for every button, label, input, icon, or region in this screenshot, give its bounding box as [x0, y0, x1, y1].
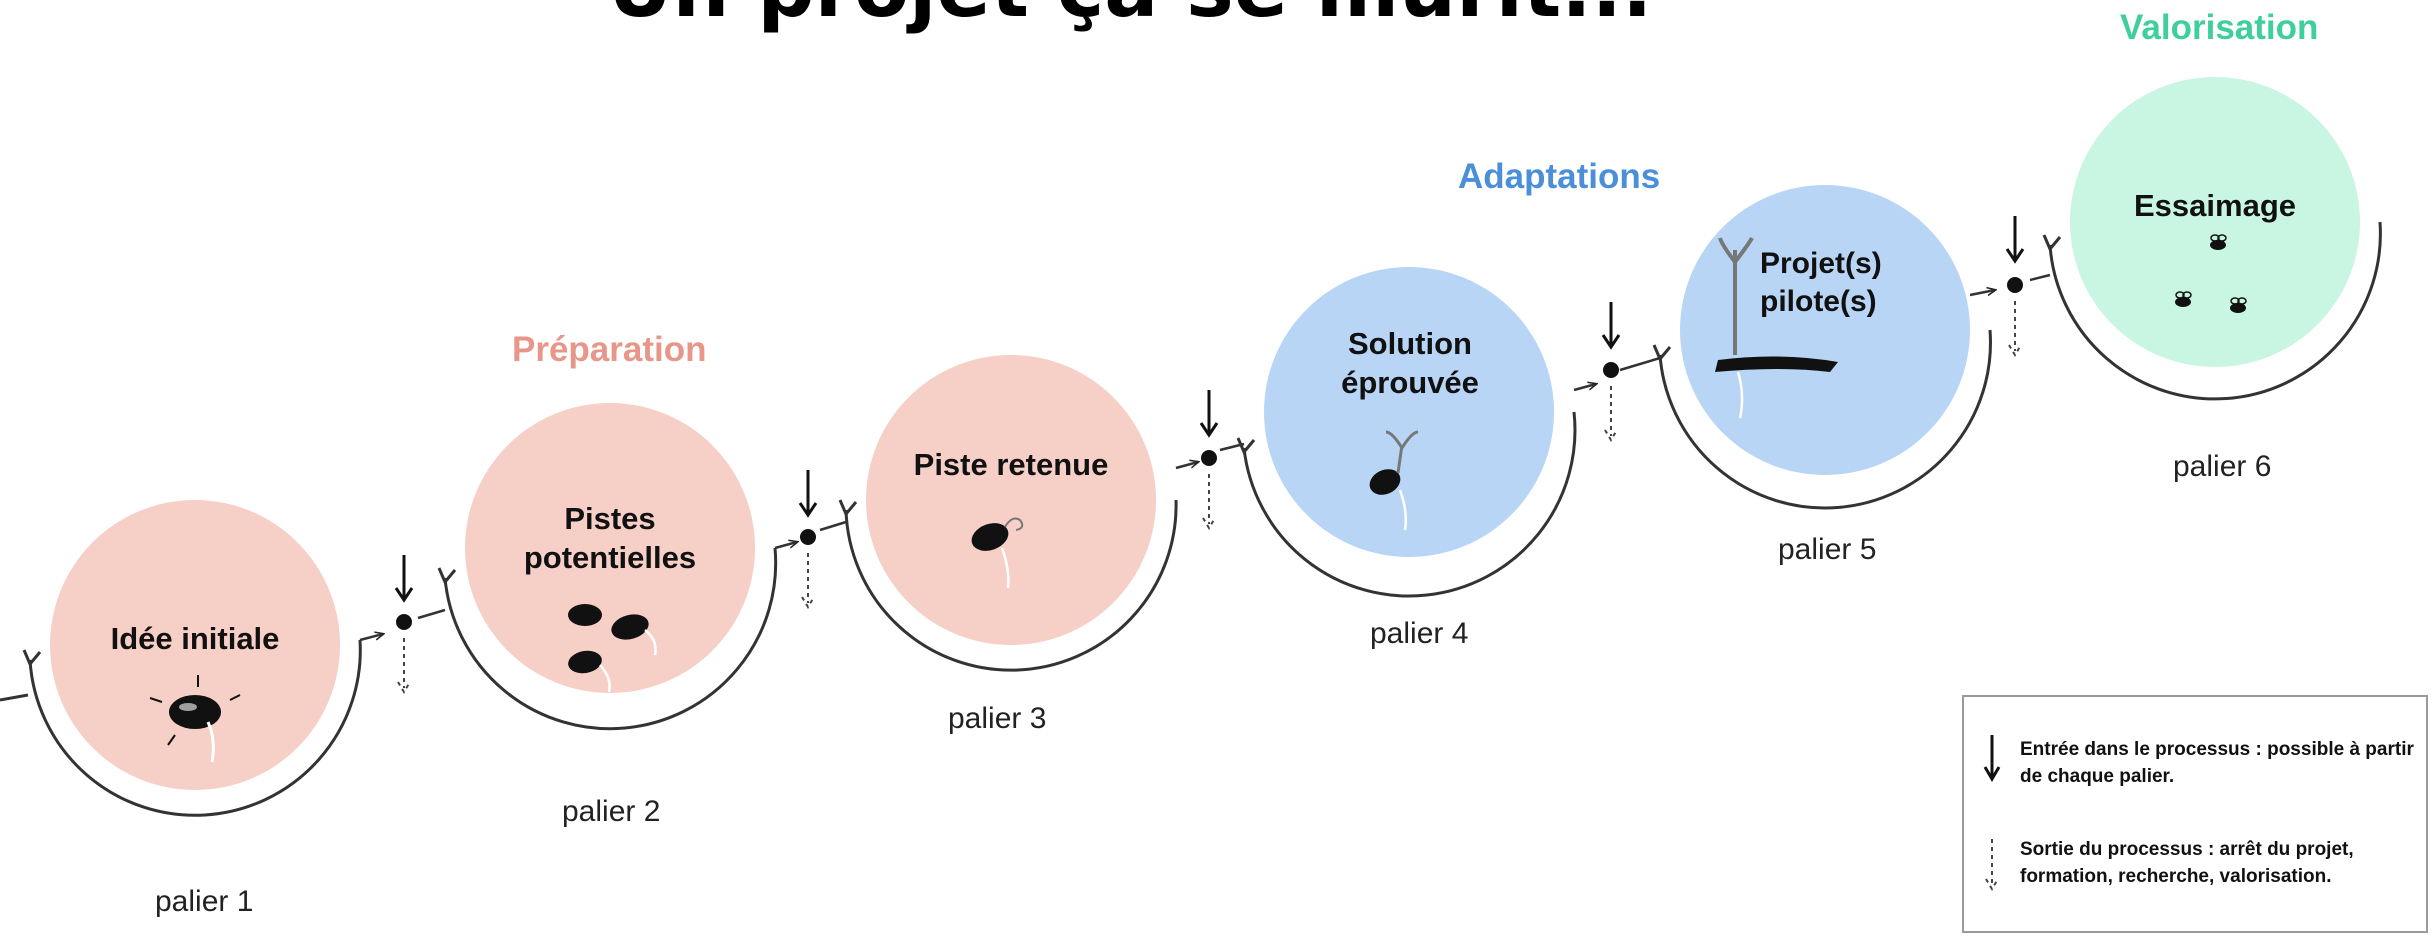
seedling-icon	[1369, 430, 1419, 531]
palier-5-cycle-arrow	[1658, 329, 1992, 510]
palier-2-label: palier 2	[562, 795, 661, 828]
palier-1-arc-tip-icon	[22, 649, 42, 667]
exit-arrow-icon	[1202, 474, 1216, 530]
palier-6-cycle-arrow	[2048, 221, 2382, 401]
palier-4-arc-tip-icon	[1236, 437, 1256, 455]
phase-label-valorisation: Valorisation	[2120, 8, 2319, 47]
palier-1-cycle-arrow	[28, 639, 362, 817]
legend-exit-arrow-icon	[1985, 839, 1999, 891]
palier-5-label: palier 5	[1778, 533, 1877, 566]
junction-dot-4	[1603, 362, 1619, 378]
junction-dot-3	[1201, 450, 1217, 466]
palier-2-cycle-arrow	[443, 547, 778, 731]
connector-4-5a	[1573, 384, 1596, 392]
palier-4-circle	[1264, 267, 1554, 557]
connector-2-3a	[774, 542, 797, 550]
palier-3-circle	[866, 355, 1156, 645]
palier-5-arc-tip-icon	[1652, 344, 1672, 362]
connector-4-5b	[1619, 356, 1661, 372]
entry-arrow-icon	[2005, 216, 2025, 264]
palier-3-label: palier 3	[948, 702, 1047, 735]
connector-5-6b	[2029, 273, 2051, 282]
incoming-line	[0, 693, 29, 702]
palier-4-label: palier 4	[1370, 617, 1469, 650]
palier-6-arc-tip-icon	[2042, 234, 2062, 252]
palier-6-label: palier 6	[2173, 450, 2272, 483]
legend-entry-text: Entrée dans le processus : possible à pa…	[2020, 739, 2414, 787]
legend-icons	[1983, 735, 2001, 891]
entry-arrow-icon	[394, 555, 414, 603]
palier-4-title: Solution éprouvée	[1341, 326, 1479, 400]
connector-5-6a	[1969, 290, 1995, 297]
legend-exit-text: Sortie du processus : arrêt du projet, f…	[2020, 839, 2354, 887]
connector-1-2b	[417, 608, 446, 620]
palier-6-circle	[2070, 77, 2360, 367]
junction-dot-5	[2007, 277, 2023, 293]
legend-entry-arrow-icon	[1983, 735, 2001, 782]
palier-1-label: palier 1	[155, 885, 254, 918]
palier-3-cycle-arrow	[844, 499, 1178, 672]
exit-arrow-icon	[801, 553, 815, 609]
palier-2-title: Pistes potentielles	[523, 501, 697, 575]
phase-label-adaptations: Adaptations	[1458, 157, 1661, 196]
palier-1-title: Idée initiale	[110, 621, 280, 656]
palier-6-title: Essaimage	[2134, 188, 2296, 223]
page-title: Un projet ça se mûrit...	[580, 0, 1680, 35]
exit-arrow-icon	[1604, 386, 1618, 442]
seeds-icon	[568, 604, 657, 693]
connector-1-2a	[359, 634, 383, 642]
palier-2-arc-tip-icon	[437, 567, 457, 585]
entry-arrow-icon	[1199, 390, 1219, 438]
bees-icon	[2175, 234, 2247, 313]
palier-3-arc-tip-icon	[838, 499, 858, 517]
seed-icon	[149, 675, 241, 763]
palier-4-cycle-arrow	[1242, 411, 1577, 598]
connector-2-3b	[819, 520, 847, 532]
palier-2-circle	[465, 403, 755, 693]
junction-dot-1	[396, 614, 412, 630]
exit-arrow-icon	[397, 638, 411, 694]
junction-dot-2	[800, 529, 816, 545]
connector-3-4b	[1219, 442, 1245, 452]
phase-label-preparation: Préparation	[512, 330, 707, 369]
exit-arrow-icon	[2008, 301, 2022, 357]
palier-5-circle	[1680, 185, 1970, 475]
entry-arrow-icon	[798, 470, 818, 518]
legend-box: Entrée dans le processus : possible à pa…	[1962, 695, 2428, 933]
entry-arrow-icon	[1601, 302, 1621, 350]
palier-3-title: Piste retenue	[913, 447, 1109, 482]
connector-3-4a	[1175, 462, 1198, 470]
palier-5-title: Projet(s) pilote(s)	[1760, 247, 1882, 318]
plant-icon	[1715, 236, 1838, 419]
sprouting-seed-icon	[971, 517, 1024, 589]
palier-1-circle	[50, 500, 340, 790]
